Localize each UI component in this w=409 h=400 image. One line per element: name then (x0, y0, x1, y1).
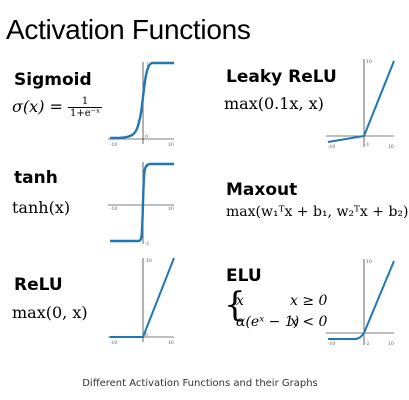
leaky-relu-ytick-top: 10 (366, 59, 372, 65)
elu-ytick-top: 10 (366, 259, 372, 265)
elu-ytick-bottom: -2 (365, 341, 370, 347)
relu-curve (110, 257, 175, 338)
sigmoid-numerator: 1 (68, 96, 103, 108)
sigmoid-xtick-max: 10 (168, 142, 174, 148)
tanh-graph: 1 -1 -10 10 (108, 162, 174, 247)
tanh-ytick-top: 1 (146, 163, 149, 169)
relu-name: ReLU (14, 275, 63, 295)
relu-ytick-zero: 0 (145, 332, 148, 338)
elu-xtick-min: -10 (328, 341, 335, 347)
elu-cond1: x ≥ 0 (290, 293, 328, 309)
leaky-relu-xtick-max: 10 (388, 144, 394, 150)
elu-curve (328, 260, 395, 340)
sigmoid-ytick-top: 1 (146, 62, 149, 68)
elu-name: ELU (226, 266, 262, 286)
relu-graph: 10 0 -10 10 (108, 257, 175, 346)
sigmoid-graph: 1 0 -10 10 (108, 61, 174, 148)
sigmoid-denominator: 1+e⁻ˣ (70, 108, 101, 119)
leaky-relu-ytick-bottom: -1 (365, 142, 370, 148)
maxout-name: Maxout (226, 180, 298, 200)
sigmoid-lhs: σ(x) = (12, 97, 63, 116)
elu-xtick-max: 10 (388, 341, 394, 347)
tanh-xtick-min: -10 (110, 206, 117, 212)
leaky-relu-name: Leaky ReLU (226, 67, 337, 87)
leaky-relu-curve (327, 60, 395, 143)
elu-cond2: x < 0 (290, 314, 328, 330)
sigmoid-name: Sigmoid (14, 70, 92, 90)
leaky-relu-graph: 10 -1 -10 10 (326, 59, 395, 150)
page-title: Activation Functions (6, 14, 251, 45)
elu-case2: α(eˣ − 1) (236, 314, 300, 330)
relu-formula: max(0, x) (12, 303, 88, 322)
relu-xtick-max: 10 (168, 340, 174, 346)
elu-case1: x (236, 293, 244, 309)
caption: Different Activation Functions and their… (82, 378, 318, 389)
sigmoid-ytick-zero: 0 (145, 134, 148, 140)
relu-ytick-top: 10 (146, 258, 152, 264)
tanh-xtick-max: 10 (168, 206, 174, 212)
sigmoid-fraction: 1 1+e⁻ˣ (68, 96, 103, 119)
sigmoid-formula: σ(x) = 1 1+e⁻ˣ (12, 96, 103, 119)
tanh-ytick-bottom: -1 (145, 241, 150, 247)
tanh-curve (110, 162, 174, 243)
sigmoid-xtick-min: -10 (110, 142, 117, 148)
tanh-formula: tanh(x) (12, 198, 71, 217)
leaky-relu-formula: max(0.1x, x) (224, 94, 324, 113)
sigmoid-curve (109, 61, 174, 140)
elu-brace: { (224, 285, 246, 325)
elu-graph: 10 -2 -10 10 (326, 259, 395, 347)
leaky-relu-xtick-min: -10 (328, 144, 335, 150)
maxout-formula: max(w₁ᵀx + b₁, w₂ᵀx + b₂) (226, 204, 409, 220)
tanh-name: tanh (14, 168, 58, 188)
relu-xtick-min: -10 (110, 340, 117, 346)
